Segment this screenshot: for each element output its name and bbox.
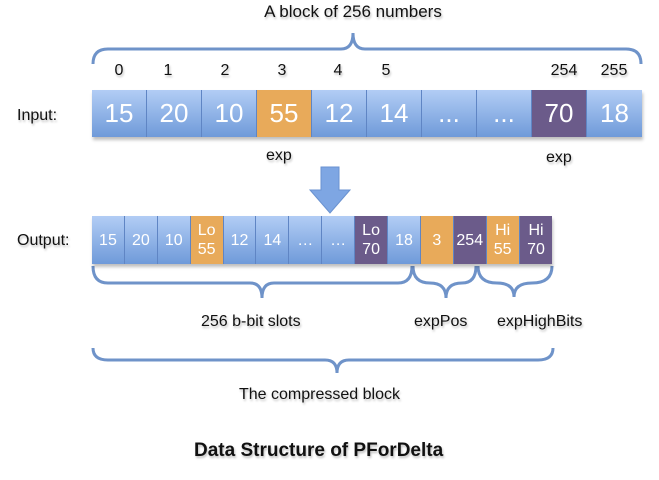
- output-cell-text: Hi: [495, 222, 511, 239]
- output-cell-text: 70: [362, 241, 380, 258]
- output-cell: Hi 55: [486, 216, 520, 264]
- output-cell: 254: [453, 216, 487, 264]
- output-cell: 15: [92, 216, 125, 264]
- exphighbits-label: expHighBits: [497, 313, 583, 330]
- input-cell: 18: [587, 90, 642, 137]
- output-cell-text: 10: [164, 231, 183, 249]
- output-cell-text: 12: [230, 231, 249, 249]
- index-label: 5: [381, 62, 391, 79]
- output-cell: Lo 55: [190, 216, 224, 264]
- output-cell: 14: [256, 216, 290, 264]
- slots-brace: [91, 265, 414, 299]
- index-label: 3: [277, 62, 287, 79]
- top-brace: [91, 32, 643, 65]
- exppos-brace: [411, 265, 478, 299]
- output-cell: Hi 70: [519, 216, 553, 264]
- output-cell-text: 3: [432, 231, 442, 249]
- output-cell-text: Lo: [362, 222, 380, 239]
- output-cell-text: 55: [197, 241, 216, 258]
- down-arrow-icon: [308, 166, 352, 214]
- output-cell-text: 20: [131, 231, 150, 249]
- index-label: 2: [220, 62, 230, 79]
- output-row: 15 20 10 Lo 55 12 14 … … Lo 70 18 3 254 Hi 55 Hi 70: [92, 216, 553, 264]
- output-cell-text: …: [330, 231, 347, 249]
- output-cell-text: 14: [263, 231, 282, 249]
- output-cell-text: 55: [493, 241, 512, 258]
- input-cell: ...: [477, 90, 532, 137]
- input-cell: 12: [312, 90, 367, 137]
- input-cell: 55: [257, 90, 312, 137]
- output-cell: 10: [157, 216, 191, 264]
- index-label: 255: [600, 62, 628, 79]
- exception-label: exp: [546, 149, 572, 166]
- output-cell-text: Hi: [528, 222, 544, 239]
- output-cell-text: 70: [527, 241, 545, 258]
- input-cell: 14: [367, 90, 422, 137]
- exppos-label: expPos: [414, 313, 468, 330]
- output-cell: 18: [388, 216, 421, 264]
- diagram-title: Data Structure of PForDelta: [194, 440, 444, 461]
- output-cell-text: …: [297, 231, 314, 249]
- output-cell: …: [322, 216, 356, 264]
- exception-label: exp: [266, 147, 292, 164]
- output-cell-text: 254: [456, 231, 484, 249]
- exphighbits-brace: [476, 265, 554, 298]
- compressed-block-label: The compressed block: [239, 386, 400, 403]
- input-cell: 10: [202, 90, 257, 137]
- index-label: 254: [550, 62, 578, 79]
- input-cell: 15: [92, 90, 147, 137]
- output-cell-text: 15: [99, 231, 117, 249]
- output-cell-text: 18: [395, 231, 413, 249]
- output-cell: …: [289, 216, 323, 264]
- input-cell: 70: [532, 90, 587, 137]
- index-label: 4: [333, 62, 343, 79]
- output-cell: Lo 70: [355, 216, 389, 264]
- index-label: 1: [163, 62, 173, 79]
- compressed-brace: [91, 347, 555, 374]
- output-cell: 12: [223, 216, 257, 264]
- block-label: A block of 256 numbers: [264, 2, 442, 21]
- index-label: 0: [114, 62, 124, 79]
- output-label: Output:: [17, 232, 70, 249]
- output-cell: 20: [124, 216, 158, 264]
- input-cell: ...: [422, 90, 477, 137]
- input-cell: 20: [147, 90, 202, 137]
- output-cell-text: Lo: [197, 222, 216, 239]
- input-label: Input:: [17, 107, 58, 124]
- output-cell: 3: [420, 216, 454, 264]
- slots-label: 256 b-bit slots: [201, 313, 301, 330]
